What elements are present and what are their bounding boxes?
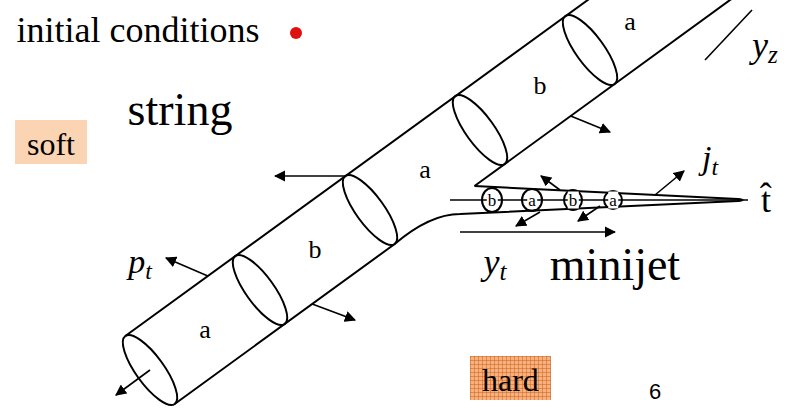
- string-arrow: [312, 304, 355, 320]
- box-label: soft: [27, 128, 75, 160]
- hard-box: hard: [470, 356, 551, 400]
- subscript: z: [768, 41, 778, 68]
- tube-ring: [444, 88, 516, 172]
- ring-letter: a: [419, 157, 431, 183]
- page-number: 6: [649, 381, 661, 403]
- part-label: minijet: [550, 242, 680, 288]
- ring-letter: b: [487, 192, 498, 209]
- ring-letter: b: [534, 73, 547, 99]
- tube-ring: [554, 8, 626, 92]
- tube-ring: [334, 168, 406, 252]
- yt-arrow: [460, 231, 615, 233]
- pt-arrow: [166, 258, 208, 276]
- box-label: hard: [482, 364, 539, 396]
- soft-box: soft: [15, 120, 87, 164]
- ring-letter: a: [624, 9, 636, 35]
- tube-ring: [224, 248, 296, 332]
- red-dot: [290, 27, 302, 39]
- symbol: y: [752, 25, 768, 65]
- string-tube-edge: [125, 0, 702, 336]
- minijet-arrow: [541, 176, 560, 190]
- string-tube-edge: [475, 0, 753, 186]
- ring-letter: b: [568, 192, 579, 209]
- minijet-arrow: [578, 206, 600, 221]
- minijet-arrow: [516, 212, 540, 226]
- string-arrow: [275, 175, 345, 177]
- axis-label: pt: [128, 245, 152, 279]
- caption-text: initial conditions: [17, 12, 260, 48]
- tube-ring: [114, 328, 186, 411]
- ring-letter: a: [608, 192, 618, 209]
- subscript: t: [499, 258, 506, 285]
- axis-label: yt: [484, 244, 507, 280]
- subscript: t: [145, 258, 152, 284]
- axis-label: t̂: [761, 182, 771, 218]
- subscript: t: [711, 154, 718, 180]
- minijet-tube-edge: [175, 186, 743, 404]
- ring-letter: a: [527, 192, 537, 209]
- symbol: j: [702, 139, 711, 176]
- axis-label: yz: [752, 27, 778, 63]
- axis-label: jt: [702, 141, 718, 175]
- beam-arrow: [116, 370, 150, 395]
- jt-arrow: [655, 171, 684, 195]
- ring-letter: a: [199, 317, 211, 343]
- ring-letter: b: [309, 237, 322, 263]
- symbol: y: [484, 242, 500, 282]
- string-arrow: [571, 116, 610, 132]
- symbol: p: [128, 243, 145, 280]
- yz-axis-line: [705, 10, 752, 60]
- part-label: string: [128, 87, 233, 133]
